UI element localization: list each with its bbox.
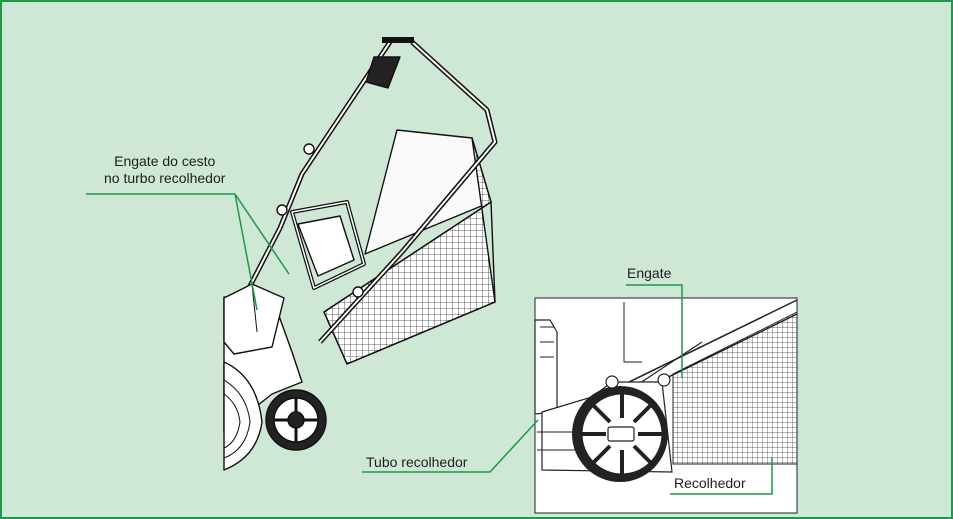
callout-collector: Recolhedor: [674, 475, 746, 491]
callout-basket-hitch: Engate do cesto no turbo recolhedor: [104, 153, 225, 187]
leader-collector-tube: [362, 419, 539, 473]
callout-hitch: Engate: [627, 265, 672, 281]
switch-box: [365, 56, 401, 89]
callout-basket-hitch-line1: Engate do cesto: [114, 153, 216, 169]
leader-basket-hitch-a: [234, 193, 258, 311]
mower-main: [223, 37, 498, 471]
detail-collector-mesh: [672, 311, 798, 465]
leader-hitch: [626, 284, 683, 378]
mower-deck: [223, 361, 263, 471]
callout-basket-hitch-line2: no turbo recolhedor: [104, 170, 226, 186]
leader-collector: [670, 457, 773, 495]
leader-basket-hitch-b: [234, 193, 290, 275]
leader-lines: [86, 193, 773, 495]
callout-collector-tube: Tubo recolhedor: [366, 454, 468, 470]
detail-inset: [534, 297, 798, 514]
